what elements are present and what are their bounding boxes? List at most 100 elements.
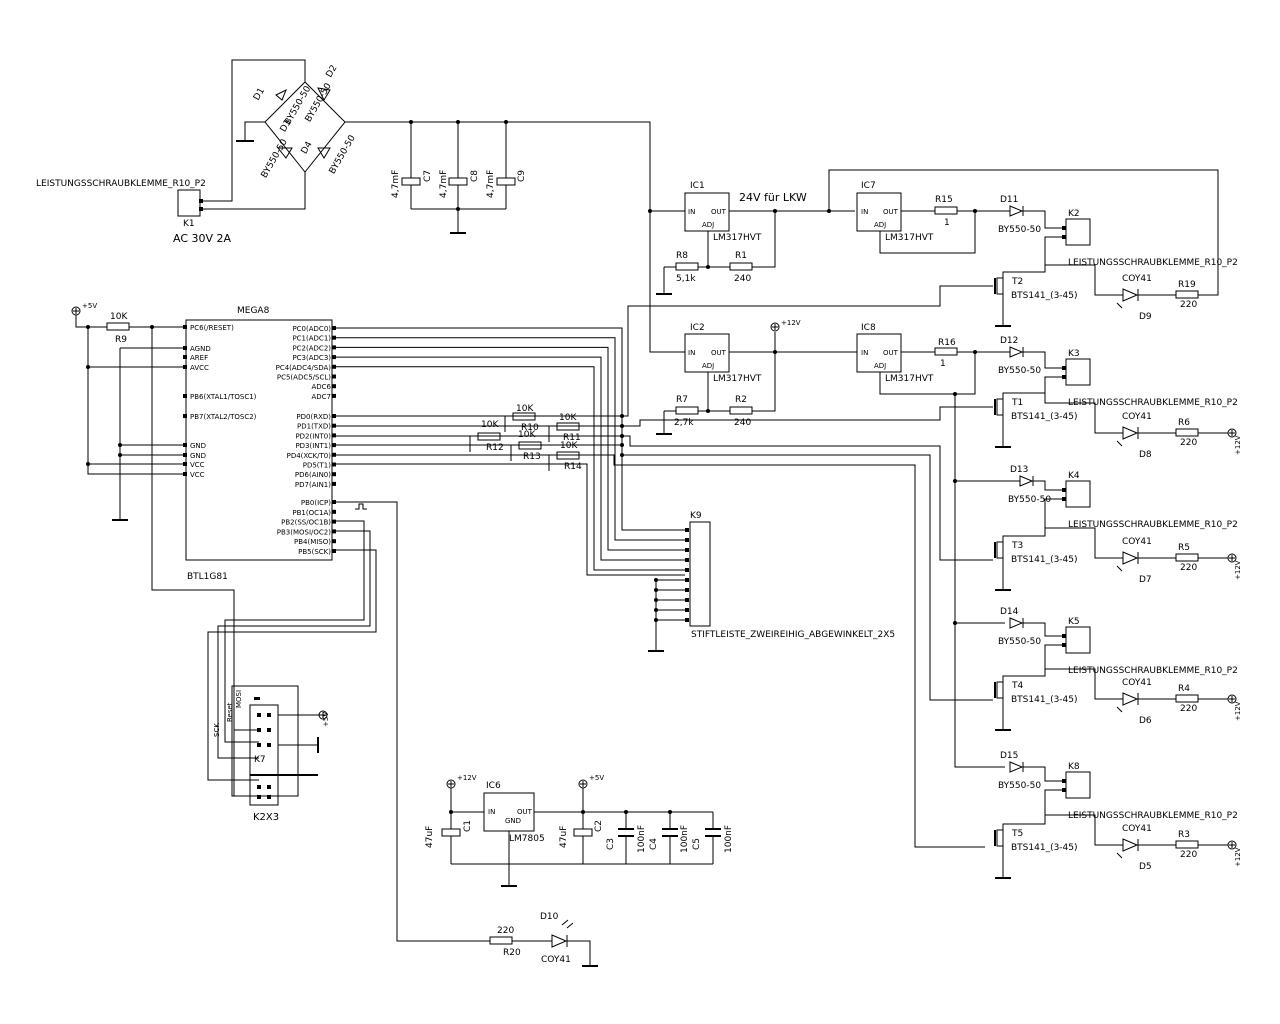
route-pd0-t2 bbox=[336, 285, 993, 417]
r12-ref: R12 bbox=[486, 443, 504, 453]
r6-symbol bbox=[1175, 428, 1199, 437]
d4-type: BY550-50 bbox=[328, 133, 358, 176]
ic8-adj: ADJ bbox=[874, 362, 886, 370]
mcu-pb-label: PB3(MOSI/OC2) bbox=[277, 528, 331, 536]
r4-symbol bbox=[1175, 694, 1199, 703]
d13-symbol bbox=[1019, 475, 1034, 487]
mcu-pin-right bbox=[332, 364, 336, 369]
regulator-ic2: IC2 IN OUT ADJ LM317HVT bbox=[684, 323, 762, 384]
c9-value: 4,7mF bbox=[486, 170, 496, 198]
r2-value: 240 bbox=[734, 418, 751, 428]
header-pin bbox=[685, 568, 689, 572]
k5-symbol bbox=[1065, 626, 1091, 654]
mcu-pin-right bbox=[332, 443, 336, 448]
d13-type: BY550-50 bbox=[1008, 495, 1051, 505]
rail-12v-symbol bbox=[1227, 840, 1237, 850]
d15-ref: D15 bbox=[1000, 751, 1018, 761]
conn-pin bbox=[1062, 488, 1066, 492]
route-pd4-t5 bbox=[336, 454, 985, 848]
conn-pin bbox=[1062, 634, 1066, 638]
conn-pin bbox=[1062, 779, 1066, 783]
isp-pins bbox=[207, 520, 377, 799]
mcu-pin-label: PC6(/RESET) bbox=[190, 324, 234, 332]
d3-type: BY550-50 bbox=[260, 137, 290, 180]
t4-ref: T4 bbox=[1011, 681, 1023, 691]
mcu-pin-right bbox=[332, 393, 336, 398]
ic7-in: IN bbox=[861, 208, 868, 216]
header-pin bbox=[685, 588, 689, 592]
diode-to-conn bbox=[1033, 480, 1062, 491]
c4-value: 100nF bbox=[680, 825, 690, 853]
isp-sck: SCK bbox=[213, 723, 221, 737]
r7-value: 2,7k bbox=[674, 418, 694, 428]
output-stage-4: D14BY550-50K5LEISTUNGSSCHRAUBKLEMME_R10_… bbox=[994, 607, 1242, 731]
mcu-pin-left bbox=[183, 394, 187, 398]
r19-value: 220 bbox=[1180, 300, 1197, 310]
ic7-adj: ADJ bbox=[874, 221, 886, 229]
k8-label: LEISTUNGSSCHRAUBKLEMME_R10_P2 bbox=[1068, 811, 1238, 821]
r4-ref: R4 bbox=[1178, 684, 1190, 694]
regulator-ic8: IC8 IN OUT ADJ LM317HVT bbox=[856, 323, 934, 384]
r15-value: 1 bbox=[944, 218, 950, 228]
mcu-pin-right bbox=[332, 355, 336, 360]
rail-12v-label: +12V bbox=[1234, 701, 1242, 721]
d8-symbol bbox=[1122, 426, 1139, 440]
mcu-pin-right bbox=[332, 335, 336, 340]
isp-mosi: MOSI bbox=[235, 690, 243, 708]
r6-value: 220 bbox=[1180, 438, 1197, 448]
isp-reset: Reset bbox=[226, 702, 234, 722]
ic1-ref: IC1 bbox=[690, 181, 705, 191]
k3-label: LEISTUNGSSCHRAUBKLEMME_R10_P2 bbox=[1068, 398, 1238, 408]
conn-to-fet bbox=[1002, 376, 1062, 399]
input-connector-k1: LEISTUNGSSCHRAUBKLEMME_R10_P2 K1 AC 30V … bbox=[36, 179, 232, 245]
conn-to-fet bbox=[1002, 789, 1062, 830]
d14-symbol bbox=[1009, 617, 1024, 629]
mcu-pin-right bbox=[332, 384, 336, 389]
mcu-right-pins: PC0(ADC0)PC1(ADC1)PC2(ADC2)PC3(ADC3)PC4(… bbox=[276, 325, 336, 556]
r13-value: 10K bbox=[518, 430, 536, 440]
mcu-pin-right bbox=[332, 509, 336, 514]
isp-pin bbox=[267, 795, 271, 799]
r10-ref: R10 bbox=[521, 423, 539, 433]
conn-to-fet bbox=[1002, 236, 1062, 278]
r8-ref: R8 bbox=[676, 251, 688, 261]
mcu-pc-label: ADC6 bbox=[311, 383, 331, 391]
led-ray bbox=[1116, 852, 1123, 859]
header-pin bbox=[685, 608, 689, 612]
t5-ref: T5 bbox=[1011, 829, 1023, 839]
ic8-in: IN bbox=[861, 349, 868, 357]
d8-type: COY41 bbox=[1122, 412, 1152, 422]
c4-ref: C4 bbox=[649, 838, 659, 850]
mcu-pin-label: VCC bbox=[190, 471, 205, 479]
d7-symbol bbox=[1122, 551, 1139, 565]
bulk-capacitors: 4,7mF C7 4,7mF C8 4,7mF C9 bbox=[391, 120, 527, 234]
d6-symbol bbox=[1122, 692, 1139, 706]
k1-label: LEISTUNGSSCHRAUBKLEMME_R10_P2 bbox=[36, 179, 206, 189]
r12-value: 10K bbox=[481, 420, 499, 430]
mcu-pin-right bbox=[332, 414, 336, 418]
mcu-pc-label: PC4(ADC4/SDA) bbox=[276, 364, 332, 372]
k9-name: STIFTLEISTE_ZWEIREIHIG_ABGEWINKELT_2X5 bbox=[691, 630, 895, 640]
r20-value: 220 bbox=[497, 926, 514, 936]
mcu-pin-label: PB7(XTAL2/TOSC2) bbox=[190, 413, 257, 421]
c7-ref: C7 bbox=[423, 170, 433, 182]
regulator-ic1: IC1 IN OUT ADJ LM317HVT bbox=[684, 181, 762, 243]
mcu-pin-right bbox=[332, 519, 336, 524]
isp-mosi-wire bbox=[224, 520, 365, 743]
header-k9: K9 STIFTLEISTE_ZWEIREIHIG_ABGEWINKELT_2X… bbox=[689, 511, 895, 640]
k8-symbol bbox=[1065, 771, 1091, 799]
k4-label: LEISTUNGSSCHRAUBKLEMME_R10_P2 bbox=[1068, 520, 1238, 530]
mcu-pin-right bbox=[332, 481, 336, 486]
d9-symbol bbox=[1122, 288, 1139, 302]
d12-type: BY550-50 bbox=[998, 366, 1041, 376]
c2-ref: C2 bbox=[594, 820, 604, 832]
mcu-pin-right bbox=[332, 472, 336, 477]
output-stage-1: D11BY550-50K2LEISTUNGSSCHRAUBKLEMME_R10_… bbox=[994, 195, 1238, 327]
mcu-pin-right bbox=[332, 433, 336, 438]
mcu-pin-label: PB6(XTAL1/TOSC1) bbox=[190, 393, 257, 401]
d7-type: COY41 bbox=[1122, 537, 1152, 547]
mcu-pd-label: PD0(RXD) bbox=[296, 413, 331, 421]
ic2-out: OUT bbox=[711, 349, 727, 357]
d13-ref: D13 bbox=[1010, 465, 1028, 475]
k5-label: LEISTUNGSSCHRAUBKLEMME_R10_P2 bbox=[1068, 666, 1238, 676]
